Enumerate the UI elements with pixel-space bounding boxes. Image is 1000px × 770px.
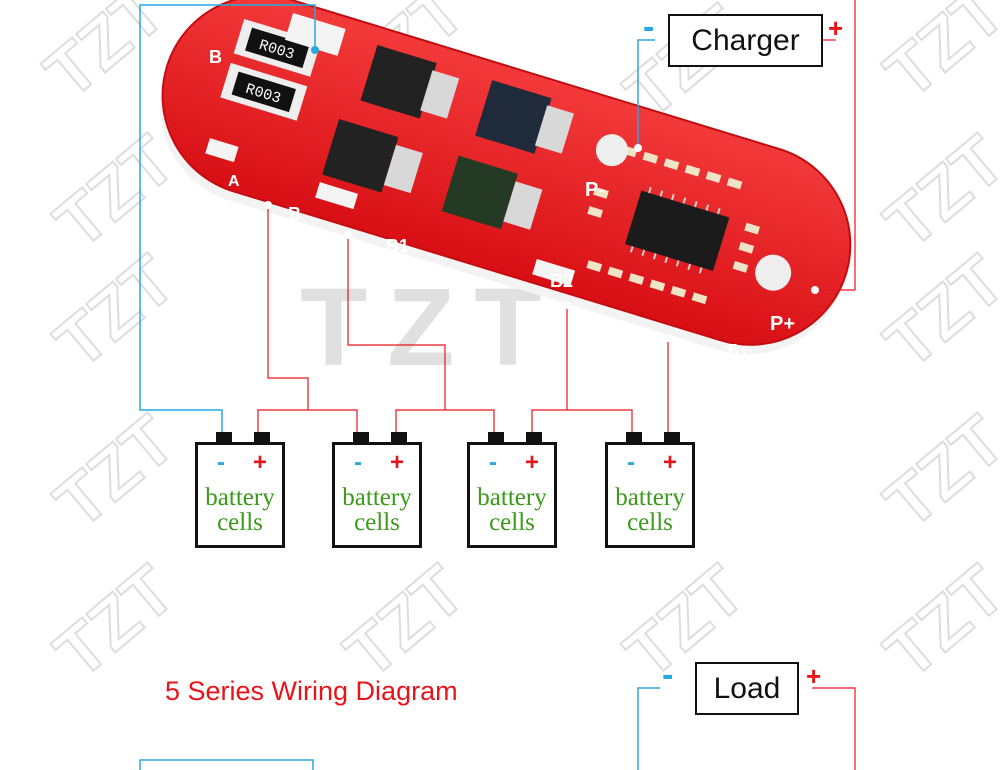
charger-minus-sign: - (643, 8, 655, 46)
pad-label-b: B (288, 204, 301, 224)
watermark-text: TZT (30, 0, 178, 113)
center-watermark: TZT (300, 266, 562, 389)
red-wires (257, 0, 856, 770)
watermark-text: TZT (870, 241, 1000, 383)
pad-label-p-plus: P+ (770, 313, 795, 335)
mosfet (441, 155, 518, 230)
pad-label-b2: B2 (550, 271, 573, 291)
pad-label-a: A (228, 173, 240, 190)
ic-chip (625, 190, 730, 272)
watermark-text: TZT (870, 0, 1000, 113)
watermark-text: TZT (40, 551, 188, 693)
watermark-text: TZT (40, 401, 188, 543)
battery-minus-sign: - (217, 449, 225, 476)
diagram-title: 5 Series Wiring Diagram (165, 676, 458, 706)
battery-minus-sign: - (627, 449, 635, 476)
mosfet (475, 80, 552, 154)
blue-wires (139, 4, 660, 770)
pad-label-b1: B1 (386, 236, 409, 256)
battery-plus-sign: + (663, 449, 678, 476)
load-label: Load (713, 671, 781, 705)
charger-box: Charger (668, 14, 823, 67)
battery-minus-sign: - (489, 449, 497, 476)
watermark-text: TZT (40, 121, 188, 263)
charger-plus-sign: + (828, 13, 844, 43)
watermark-text: TZT (330, 551, 478, 693)
pad-label-p-minus: P- (585, 179, 605, 201)
mosfet (360, 45, 437, 119)
watermark-text: TZT (870, 551, 1000, 693)
charger-label: Charger (691, 23, 800, 57)
pad-label-b-plus: B+ (728, 342, 749, 359)
battery-plus-sign: + (525, 449, 540, 476)
pad-label-b-top: B (209, 47, 222, 67)
watermark-text: TZT (870, 121, 1000, 263)
battery-plus-sign: + (390, 449, 405, 476)
watermark-text: TZT (870, 401, 1000, 543)
mosfet (322, 119, 399, 193)
bms-pcb-board: R003 R003 (159, 0, 852, 355)
watermark-text: TZT (40, 241, 188, 383)
battery-plus-sign: + (253, 449, 268, 476)
load-plus-sign: + (806, 661, 822, 691)
battery-minus-sign: - (354, 449, 362, 476)
load-box: Load (695, 662, 799, 715)
load-minus-sign: - (662, 656, 674, 694)
